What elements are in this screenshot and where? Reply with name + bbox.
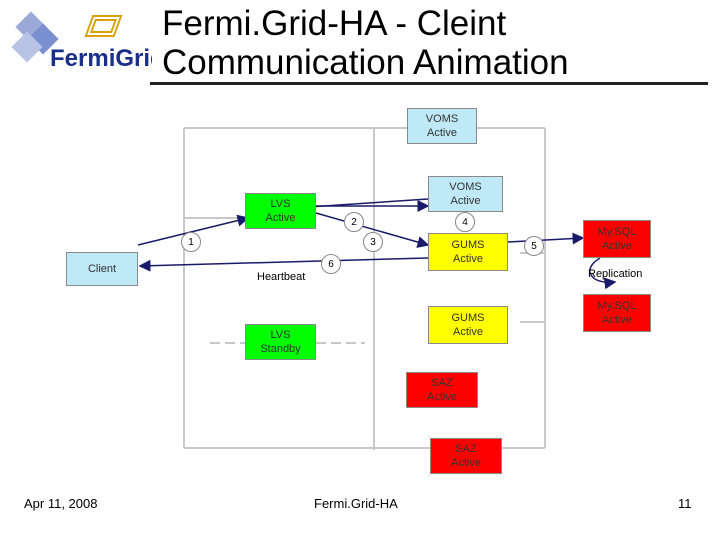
gums-active-label: GUMS Active [451, 239, 485, 265]
replication-label: Replication [588, 268, 643, 280]
step-marker-2: 2 [344, 212, 364, 232]
mysql-active-node[interactable]: My.SQL Active [583, 220, 651, 258]
gums-active-node[interactable]: GUMS Active [428, 233, 508, 271]
saz-active-node[interactable]: SAZ Active [406, 372, 478, 408]
step-marker-6: 6 [321, 254, 341, 274]
gums-active-node-2[interactable]: GUMS Active [428, 306, 508, 344]
step-marker-1: 1 [181, 232, 201, 252]
lvs-standby-label: LVS Standby [260, 329, 301, 355]
footer-date: Apr 11, 2008 [24, 496, 98, 511]
footer-center-text: Fermi.Grid-HA [314, 496, 398, 511]
gums-active-label-2: GUMS Active [451, 312, 485, 338]
lvs-active-node[interactable]: LVS Active [245, 193, 316, 229]
title-divider [150, 82, 708, 85]
voms-top-label: VOMS Active [425, 113, 459, 139]
client-node[interactable]: Client [66, 252, 138, 286]
voms-active-node[interactable]: VOMS Active [428, 176, 503, 212]
lvs-active-label: LVS Active [265, 198, 296, 224]
saz-active-label: SAZ Active [427, 377, 457, 403]
fermigrid-logo: FermiGrid [11, 11, 152, 72]
mysql-active-label-2: My.SQL Active [597, 300, 637, 326]
step-marker-3: 3 [363, 232, 383, 252]
heartbeat-label: Heartbeat [257, 271, 306, 283]
step-marker-5: 5 [524, 236, 544, 256]
step-marker-4: 4 [455, 212, 475, 232]
client-label: Client [87, 263, 117, 275]
slide-title: Fermi.Grid-HA - Cleint Communication Ani… [162, 4, 569, 82]
mysql-active-label: My.SQL Active [597, 226, 637, 252]
voms-active-node-top[interactable]: VOMS Active [407, 108, 477, 144]
mysql-active-node-2[interactable]: My.SQL Active [583, 294, 651, 332]
saz-active-label-2: SAZ Active [451, 443, 481, 469]
saz-active-node-2[interactable]: SAZ Active [430, 438, 502, 474]
voms-mid-label: VOMS Active [449, 181, 482, 207]
page-number: 11 [678, 496, 692, 511]
lvs-standby-node[interactable]: LVS Standby [245, 324, 316, 360]
svg-text:FermiGrid: FermiGrid [50, 45, 152, 72]
